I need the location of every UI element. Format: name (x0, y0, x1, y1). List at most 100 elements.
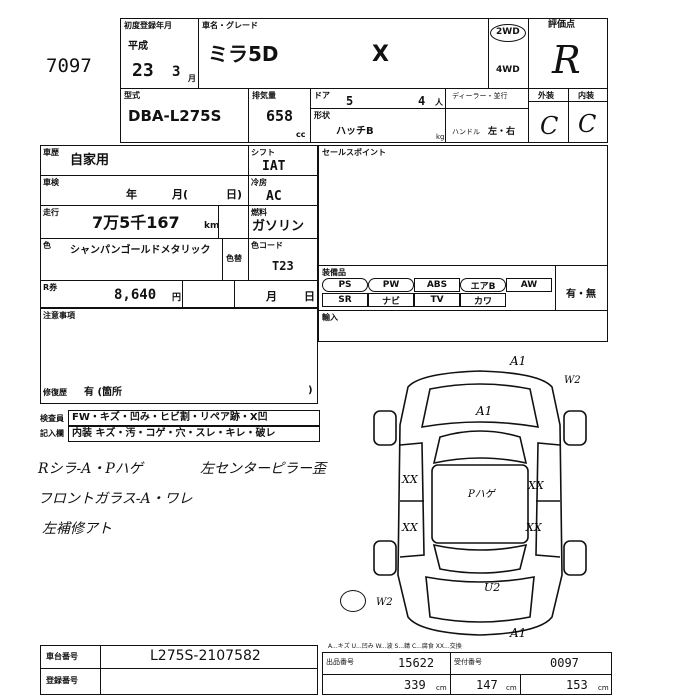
mileage-unit: km (204, 221, 220, 231)
recycle-amount: 8,640 (114, 287, 157, 303)
length: 339 (404, 678, 426, 692)
reg-year: 23 (132, 60, 154, 81)
diagram-mark-xx-rr: XX (525, 521, 543, 534)
height-unit: cm (598, 684, 609, 692)
diagram-mark-a1-bottom: A1 (509, 626, 526, 640)
diagram-mark-w2-top: W2 (564, 375, 581, 386)
recycle-month-unit: 月 (266, 290, 277, 303)
inspection-month-unit: 月( (172, 188, 189, 201)
field2-label: 受付番号 (454, 658, 482, 666)
equipment-item: PW (368, 278, 414, 292)
fuel-label: 燃料 (251, 208, 267, 217)
field1: 15622 (398, 656, 435, 670)
model-code-label: 型式 (124, 91, 140, 100)
inspector-row-1: FW・キズ・凹み・ヒビ割・リペア跡・X凹 (72, 412, 268, 423)
recycle-label: R券 (43, 283, 58, 292)
equipment-item: SR (322, 293, 368, 307)
exterior-label: 外装 (538, 91, 554, 100)
inspection-label: 車検 (43, 178, 59, 187)
equipment-item: ナビ (368, 293, 414, 307)
equipment-item: PS (322, 278, 368, 292)
handle-label: ハンドル (452, 128, 480, 136)
grade: X (372, 42, 389, 67)
interior-grade: C (578, 110, 597, 138)
record-label: 修復歴 (43, 388, 67, 397)
reg-label: 登録番号 (46, 676, 78, 685)
color-code-label: 色コード (251, 241, 283, 250)
field1-label: 出品番号 (326, 658, 354, 666)
equipment-yes-no: 有・無 (566, 289, 596, 300)
sales-frame (318, 145, 608, 342)
shift: IAT (262, 159, 286, 174)
sales-point-label: セールスポイント (322, 148, 386, 157)
inspector-row-2-box (68, 426, 320, 442)
model-code: DBA-L275S (128, 107, 222, 125)
record-value: 有 (箇所 (84, 387, 123, 398)
inspector-label-1: 検査員 (40, 414, 64, 423)
notes-frame (40, 308, 318, 404)
aircon: AC (266, 189, 282, 204)
inspector-row-1-box (68, 410, 320, 426)
car-damage-diagram: A1 W2 A1 XX XX Pハゲ XX XX U2 W2 A1 (373, 355, 587, 640)
exterior-grade: C (540, 112, 559, 140)
footer-legend: A...キズ U...凹み W...波 S...錆 C...腐食 XX...交換 (328, 643, 462, 650)
body-type: ハッチB (336, 126, 374, 137)
model-grade-label: 車名・グレード (202, 21, 258, 30)
doors-label: ドア (314, 91, 330, 100)
inspector-label-2: 記入欄 (40, 429, 64, 438)
diagram-mark-a1-hood: A1 (475, 404, 492, 418)
lot-number-box: 7097 (40, 40, 120, 96)
color-code: T23 (272, 259, 294, 273)
displacement: 658 (266, 107, 294, 125)
drive-2wd-circle (490, 24, 526, 42)
diagram-mark-u2: U2 (484, 581, 500, 594)
inspection-year-unit: 年 (126, 188, 137, 201)
height: 153 (566, 678, 588, 692)
aircon-label: 冷房 (251, 178, 267, 187)
color: シャンパンゴールドメタリック (70, 245, 211, 256)
diagram-mark-xx-lf: XX (401, 473, 419, 486)
diagram-mark-roof: Pハゲ (467, 488, 497, 500)
equipment-item: ABS (414, 278, 460, 292)
handwritten-note-3: フロントガラス-A・ワレ (38, 491, 193, 507)
doors: 5 (346, 94, 354, 108)
displacement-unit: cc (296, 130, 306, 139)
fuel: ガソリン (252, 219, 305, 234)
reg-month: 3 (172, 64, 181, 80)
color-label: 色 (43, 241, 51, 250)
diagram-mark-w2-bottom: W2 (376, 597, 393, 608)
equipment-label: 装備品 (322, 268, 346, 277)
kg-unit: kg (436, 133, 445, 141)
seats: 4 (418, 94, 426, 108)
notes-label: 注意事項 (43, 311, 75, 320)
shift-label: シフト (251, 148, 275, 157)
width: 147 (476, 678, 498, 692)
car-name: ミラ5D (208, 42, 279, 66)
chassis-label: 車台番号 (46, 652, 78, 661)
handwritten-note-2: 左センターピラー歪 (200, 461, 326, 477)
drive-4wd: 4WD (496, 65, 520, 75)
mileage-label: 走行 (43, 208, 59, 217)
equipment-item: TV (414, 293, 460, 307)
drive-2wd: 2WD (496, 27, 520, 37)
import-label: 輸入 (322, 313, 338, 322)
era-label: 平成 (128, 41, 148, 52)
body-label: 形状 (314, 111, 330, 120)
equipment-item: エアB (460, 278, 506, 292)
dealer-label: ディーラー・並行 (452, 92, 508, 100)
header-frame (120, 18, 608, 143)
length-unit: cm (436, 684, 447, 692)
lot-number: 7097 (46, 55, 92, 77)
field2: 0097 (550, 656, 579, 670)
details-frame (40, 145, 318, 308)
recycle-day-unit: 日 (304, 290, 315, 303)
inspector-row-2: 内装 キズ・汚・コゲ・穴・スレ・キレ・破レ (72, 428, 276, 439)
spare-tire-icon (340, 590, 366, 612)
interior-label: 内装 (578, 91, 594, 100)
recycle-unit: 円 (172, 293, 182, 303)
score-label: 評価点 (548, 20, 576, 30)
equipment-item: カワ (460, 293, 506, 307)
displacement-label: 排気量 (252, 91, 276, 100)
inspection-day-unit: 日) (226, 188, 243, 201)
score: R (552, 38, 581, 82)
